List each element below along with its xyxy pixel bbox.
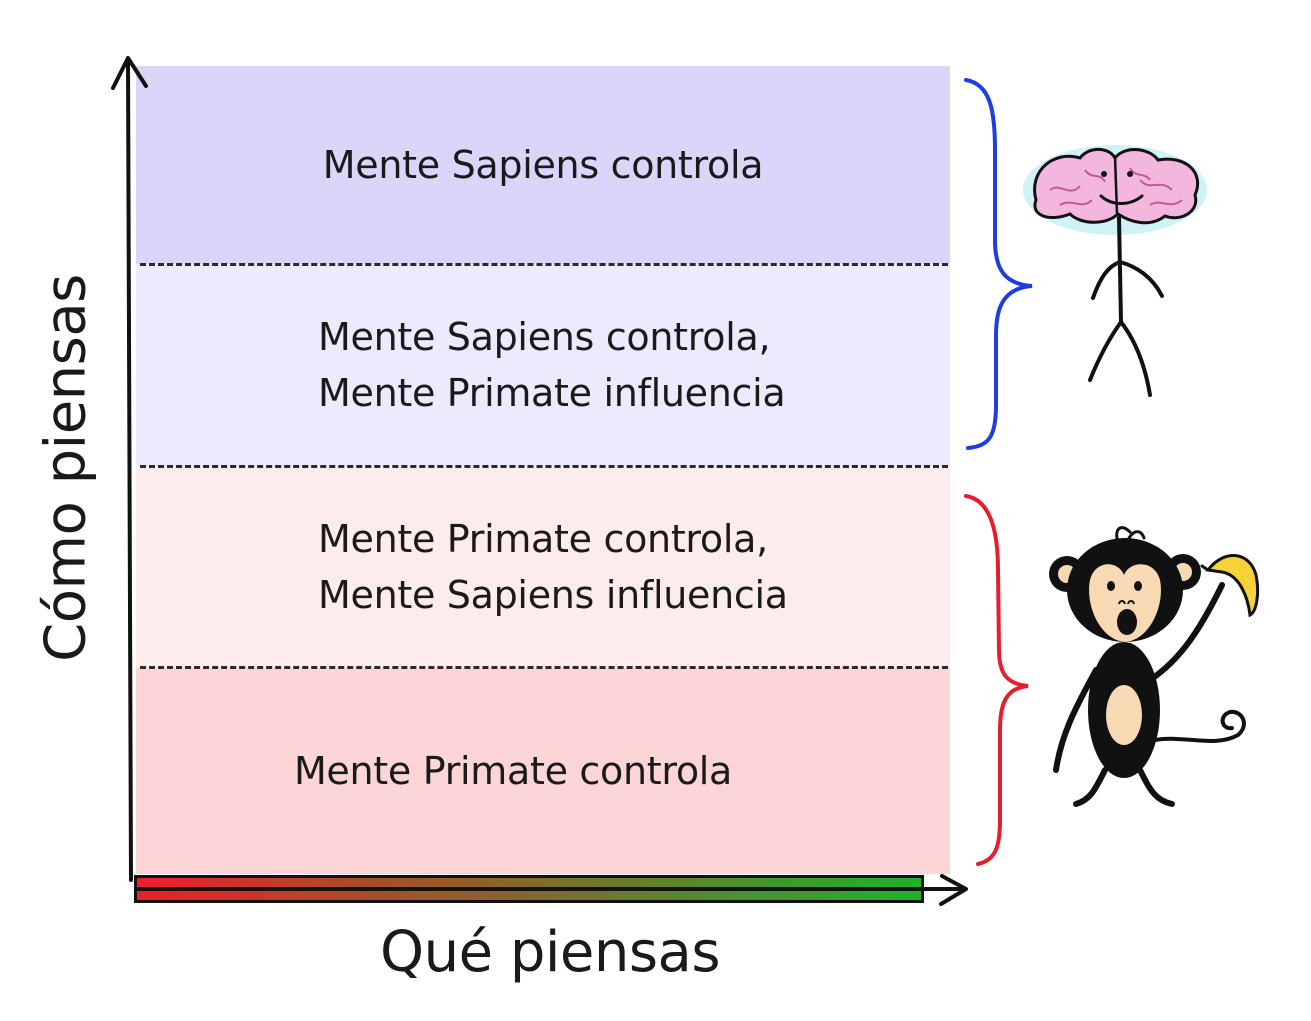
x-axis-arrowhead	[920, 874, 968, 906]
band-sapiens-controls: Mente Sapiens controla	[136, 66, 950, 264]
band-3-line-1: Mente Primate controla,	[318, 517, 768, 561]
brain-stick-figure-icon	[1023, 145, 1207, 397]
band-sapiens-controls-primate-influences: Mente Sapiens controla, Mente Primate in…	[136, 264, 950, 466]
band-2-line-1: Mente Sapiens controla,	[318, 315, 771, 359]
y-axis-arrowhead	[111, 56, 148, 90]
band-2-line-2: Mente Primate influencia	[318, 371, 786, 415]
divider-line	[140, 666, 948, 669]
monkey-with-banana-icon	[1049, 526, 1260, 807]
band-4-line-1: Mente Primate controla	[293, 749, 733, 793]
y-axis-label: Cómo piensas	[33, 274, 99, 662]
divider-line	[140, 263, 948, 266]
band-primate-controls-sapiens-influences: Mente Primate controla, Mente Sapiens in…	[136, 466, 950, 668]
x-axis-gradient-bar	[134, 875, 924, 903]
band-1-line-1: Mente Sapiens controla	[322, 143, 764, 187]
x-axis-label: Qué piensas	[380, 920, 721, 985]
band-3-line-2: Mente Sapiens influencia	[318, 573, 788, 617]
y-axis-line	[126, 60, 133, 882]
divider-line	[140, 465, 948, 468]
band-primate-controls: Mente Primate controla	[136, 668, 950, 874]
sapiens-bracket	[964, 78, 1033, 450]
primate-bracket	[964, 494, 1029, 866]
